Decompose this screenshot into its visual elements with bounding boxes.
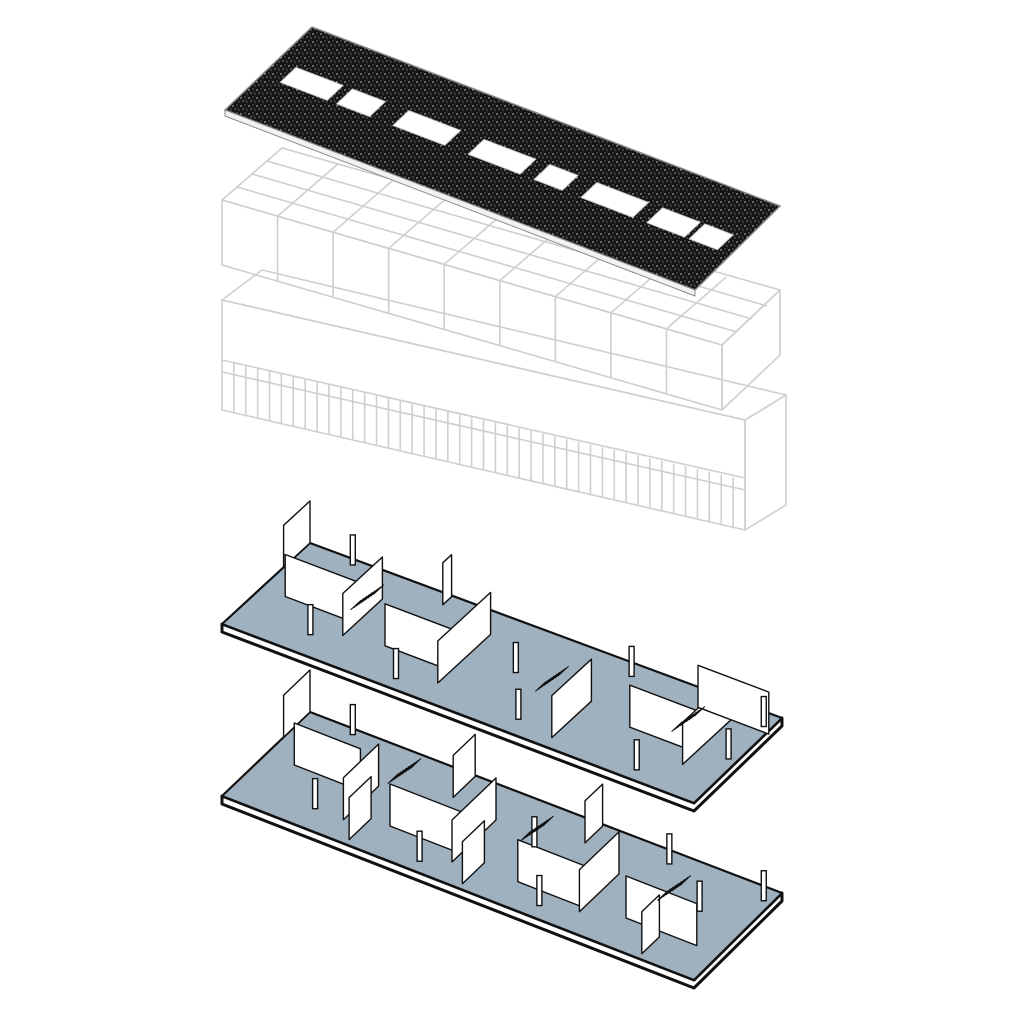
- stair-tread: [393, 769, 405, 781]
- stair-tread: [674, 878, 686, 890]
- stair-tread: [542, 815, 554, 827]
- upper-floor-columns: [307, 534, 767, 771]
- partition-wall: [282, 669, 311, 738]
- partition-wall: [342, 556, 384, 637]
- partition-wall: [697, 664, 770, 735]
- stair-tread: [519, 830, 532, 842]
- stair-tread: [390, 771, 402, 783]
- stair-tread: [410, 758, 422, 769]
- partition-wall: [452, 733, 476, 799]
- stair-tread: [539, 817, 552, 829]
- stair-tread: [372, 584, 385, 595]
- column: [349, 703, 356, 736]
- frame-beam: [251, 173, 753, 320]
- stair-tread: [659, 888, 672, 900]
- skylight: [533, 164, 579, 191]
- frame-lower-box-side: [744, 394, 787, 531]
- stair-tread: [398, 765, 411, 777]
- stair-tread: [387, 773, 399, 785]
- partition-wall: [584, 783, 604, 844]
- column: [696, 880, 703, 912]
- lower-floor-columns: [311, 703, 767, 912]
- stair-tread: [671, 880, 683, 892]
- frame-upper-box-side: [721, 289, 781, 411]
- frame-window-band-lower: [221, 371, 746, 491]
- partition-wall: [282, 500, 311, 568]
- partition-wall: [461, 820, 486, 885]
- stair-tread: [536, 819, 549, 831]
- frame-lower-box-top: [221, 269, 787, 421]
- column: [392, 647, 400, 680]
- lower-floor-walls: [282, 669, 698, 955]
- skylight: [688, 223, 735, 251]
- skylight: [279, 66, 344, 101]
- skylight: [645, 207, 702, 238]
- partition-wall: [641, 894, 661, 955]
- lower-floor-stairs: [387, 758, 692, 902]
- column: [349, 534, 356, 566]
- skylight: [467, 138, 537, 175]
- column: [628, 645, 635, 678]
- frame-beam: [236, 186, 738, 333]
- stair-tread: [531, 823, 543, 835]
- column: [760, 870, 767, 902]
- stair-tread: [679, 875, 692, 886]
- frame-window-band: [221, 359, 746, 479]
- upper-floor-walls: [282, 500, 770, 766]
- stair-tread: [668, 882, 680, 894]
- column: [725, 728, 732, 760]
- column: [760, 695, 767, 728]
- upper-floor-plan: [220, 500, 784, 813]
- column: [307, 603, 314, 636]
- upper-floor-stairs: [350, 584, 706, 733]
- stair-tread: [534, 821, 546, 833]
- column: [633, 739, 640, 771]
- column: [666, 833, 673, 865]
- column: [536, 874, 543, 907]
- column: [311, 777, 319, 810]
- partition-wall: [293, 722, 362, 792]
- stair-tread: [404, 761, 416, 773]
- stair-tread: [693, 706, 706, 717]
- stair-tread: [557, 665, 569, 677]
- stair-tread: [662, 886, 675, 898]
- partition-wall: [578, 831, 620, 913]
- lower-floor-plan: [220, 669, 784, 990]
- skylight: [392, 110, 462, 146]
- structure-frame: [221, 147, 787, 531]
- roof-slab-edge: [224, 109, 696, 297]
- partition-wall: [551, 658, 593, 739]
- stair-tread: [657, 890, 669, 902]
- column: [515, 688, 522, 720]
- column: [416, 830, 423, 862]
- roof-skylights: [279, 66, 735, 251]
- column: [512, 641, 520, 674]
- partition-wall: [442, 554, 453, 606]
- stair-tread: [528, 825, 540, 836]
- stair-tread: [522, 828, 535, 840]
- stair-tread: [525, 827, 537, 838]
- stair-tread: [676, 876, 689, 888]
- stair-tread: [395, 767, 408, 779]
- skylight: [580, 182, 650, 218]
- roof-layer: [223, 26, 782, 297]
- skylight: [335, 88, 387, 118]
- partition-wall: [348, 775, 372, 841]
- frame-window-mullions: [233, 362, 734, 528]
- stair-tread: [665, 884, 677, 896]
- partition-wall: [437, 591, 492, 684]
- stair-tread: [401, 763, 413, 775]
- stair-tread: [407, 759, 419, 771]
